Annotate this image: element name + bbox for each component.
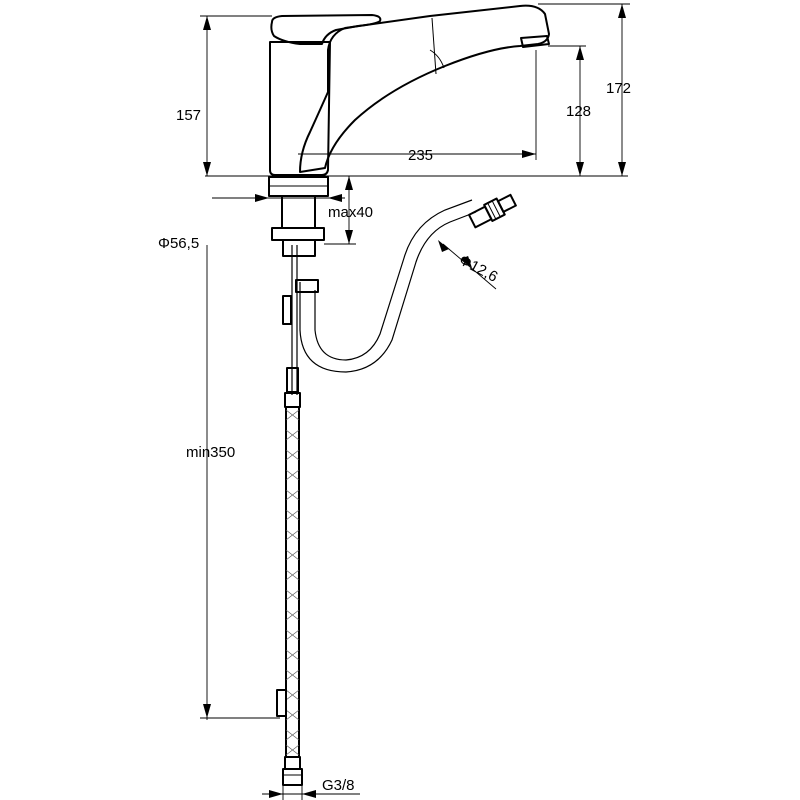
hose-nut-bottom — [282, 768, 303, 786]
pull-out-hose — [295, 193, 517, 373]
label-height-body: 157 — [176, 107, 201, 124]
label-hose-length: min350 — [186, 444, 235, 461]
spout — [299, 4, 550, 173]
mounting-nut — [271, 227, 325, 241]
spray-head-aerator — [520, 35, 550, 48]
mounting-shank — [268, 176, 329, 257]
faucet-column — [269, 41, 331, 176]
label-connection-thread: G3/8 — [322, 777, 355, 794]
threaded-shank — [281, 195, 316, 229]
braided-hose-section — [285, 406, 300, 758]
dimension-172: 172 — [538, 3, 631, 176]
pull-out-hose-end-cap — [295, 279, 319, 293]
pull-out-hose-connector — [468, 193, 517, 229]
lever-handle — [270, 14, 382, 45]
label-height-spout: 128 — [566, 103, 591, 120]
spout-inner-line — [429, 49, 445, 69]
dimension-hose-diameter: Φ12,6 — [438, 240, 500, 290]
hose-connector-bottom — [284, 756, 301, 770]
dimension-157: 157 — [176, 15, 272, 176]
label-hose-diameter: Φ12,6 — [456, 252, 500, 286]
hose-nut-upper — [284, 392, 301, 408]
dimension-thread: G3/8 — [262, 777, 360, 800]
dimension-min350: min350 — [186, 444, 280, 719]
pull-out-hose-outer — [299, 211, 477, 373]
supply-hose — [276, 245, 303, 786]
dimension-max40: max40 — [324, 176, 373, 245]
label-base-diameter: Φ56,5 — [158, 235, 199, 252]
spout-head-line — [431, 17, 437, 75]
shank-bottom — [282, 239, 316, 257]
label-height-total: 172 — [606, 80, 631, 97]
label-spout-reach: 235 — [408, 147, 433, 164]
braid-hatching — [285, 409, 300, 756]
label-deck-thickness: max40 — [328, 204, 373, 221]
hose-clip-lower — [276, 689, 287, 717]
hose-crimp-upper — [282, 295, 292, 325]
dimension-235: 235 — [298, 50, 537, 164]
pull-out-hose-inner — [314, 199, 473, 361]
faucet-body — [269, 4, 550, 176]
dimension-base-diameter: Φ56,5 — [158, 194, 345, 720]
dimension-128: 128 — [548, 45, 591, 176]
